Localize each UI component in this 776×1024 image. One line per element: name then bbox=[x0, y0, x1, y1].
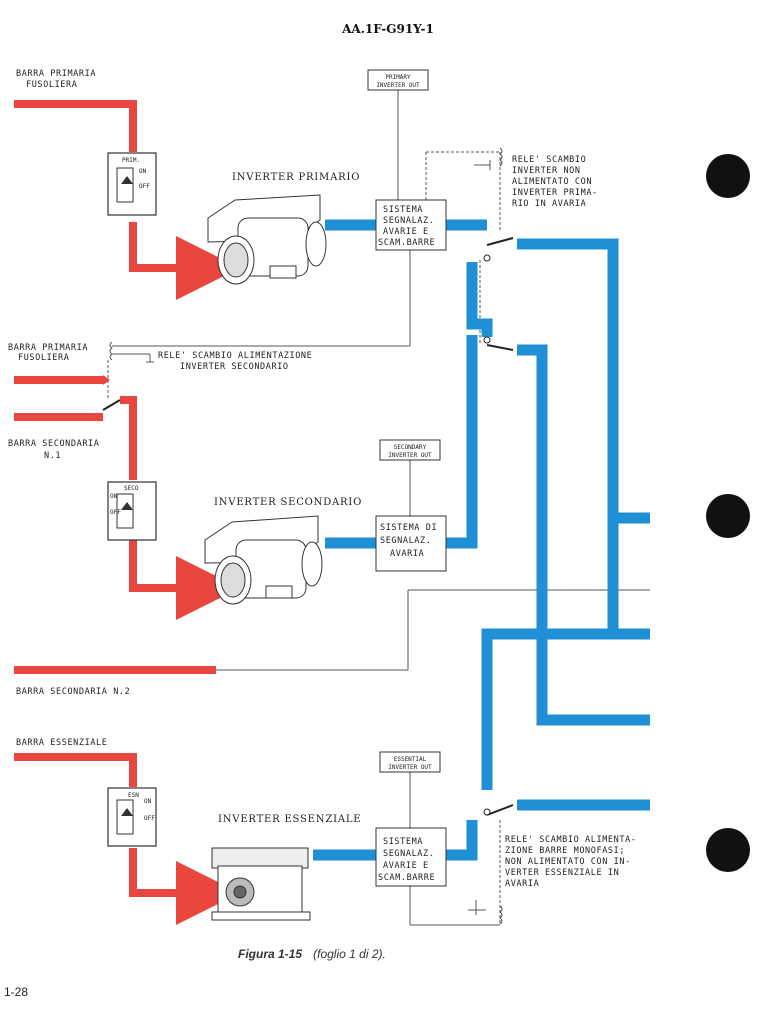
label-inverter-primary: INVERTER PRIMARIO bbox=[232, 172, 360, 183]
binder-hole-middle bbox=[706, 494, 750, 538]
note-essential-relay: RELE' SCAMBIO ALIMENTA- ZIONE BARRE MONO… bbox=[505, 835, 637, 889]
svg-text:ON: ON bbox=[139, 168, 147, 175]
relay-coils bbox=[109, 147, 503, 925]
svg-text:RIO IN AVARIA: RIO IN AVARIA bbox=[512, 199, 586, 209]
svg-text:INVERTER NON: INVERTER NON bbox=[512, 166, 581, 176]
svg-text:INVERTER OUT: INVERTER OUT bbox=[376, 82, 420, 89]
label-inverter-essential: INVERTER ESSENZIALE bbox=[218, 814, 361, 825]
svg-text:SISTEMA: SISTEMA bbox=[383, 205, 423, 215]
svg-text:SEGNALAZ.: SEGNALAZ. bbox=[383, 216, 434, 226]
primary-feed-line bbox=[129, 222, 240, 300]
svg-text:RELE' SCAMBIO: RELE' SCAMBIO bbox=[512, 155, 586, 165]
svg-text:SISTEMA: SISTEMA bbox=[383, 837, 423, 847]
svg-text:OFF: OFF bbox=[110, 509, 121, 516]
svg-text:SEGNALAZ.: SEGNALAZ. bbox=[383, 849, 434, 859]
svg-text:ON: ON bbox=[144, 798, 152, 805]
switch-essential-label: ESN bbox=[128, 792, 139, 799]
secondary-feed-line bbox=[129, 540, 240, 620]
svg-text:SEGNALAZ.: SEGNALAZ. bbox=[380, 536, 431, 546]
svg-text:INVERTER SECONDARIO: INVERTER SECONDARIO bbox=[180, 362, 289, 372]
svg-text:ON: ON bbox=[110, 493, 118, 500]
primary-bus-line bbox=[14, 100, 137, 152]
svg-text:ZIONE BARRE MONOFASI;: ZIONE BARRE MONOFASI; bbox=[505, 846, 625, 856]
svg-text:N.1: N.1 bbox=[44, 451, 61, 461]
relay-contacts bbox=[102, 237, 514, 816]
inverter-output-buses bbox=[313, 219, 650, 861]
page-number: 1-28 bbox=[4, 985, 28, 999]
svg-text:OFF: OFF bbox=[139, 183, 150, 190]
switch-primary-label: PRIM. bbox=[122, 157, 140, 164]
svg-text:VERTER ESSENZIALE IN: VERTER ESSENZIALE IN bbox=[505, 868, 619, 878]
svg-text:ALIMENTATO CON: ALIMENTATO CON bbox=[512, 177, 592, 187]
system-box-essential: SISTEMA SEGNALAZ. AVARIE E SCAM.BARRE bbox=[375, 827, 447, 887]
svg-text:AVARIA: AVARIA bbox=[505, 879, 539, 889]
label-secondary-bus-1: BARRA SECONDARIA bbox=[8, 439, 99, 449]
svg-text:SECONDARY: SECONDARY bbox=[394, 444, 427, 451]
secondary-bus-1-riser bbox=[120, 396, 137, 480]
switch-essential[interactable]: ESN ON OFF bbox=[107, 787, 157, 847]
document-code: AA.1F-G91Y-1 bbox=[341, 22, 434, 36]
svg-text:RELE' SCAMBIO ALIMENTA-: RELE' SCAMBIO ALIMENTA- bbox=[505, 835, 637, 845]
svg-text:PRIMARY: PRIMARY bbox=[385, 74, 411, 81]
label-primary-fuselage-bus: BARRA PRIMARIA bbox=[16, 69, 96, 79]
svg-text:INVERTER OUT: INVERTER OUT bbox=[388, 452, 432, 459]
switch-primary[interactable]: PRIM. ON OFF bbox=[107, 152, 157, 216]
system-box-primary: SISTEMA SEGNALAZ. AVARIE E SCAM.BARRE bbox=[375, 199, 447, 251]
svg-text:AVARIE E: AVARIE E bbox=[383, 861, 429, 871]
switch-secondary[interactable]: SECO ON OFF bbox=[107, 481, 157, 541]
thin-wiring bbox=[107, 90, 650, 926]
note-secondary-relay: RELE' SCAMBIO ALIMENTAZIONE INVERTER SEC… bbox=[158, 351, 312, 372]
svg-text:AVARIA: AVARIA bbox=[390, 549, 424, 559]
svg-text:INVERTER PRIMA-: INVERTER PRIMA- bbox=[512, 188, 598, 198]
svg-text:FUSOLIERA: FUSOLIERA bbox=[18, 353, 69, 363]
inverter-primary-unit bbox=[207, 194, 327, 285]
svg-text:SISTEMA DI: SISTEMA DI bbox=[380, 523, 437, 533]
svg-text:NON ALIMENTATO CON IN-: NON ALIMENTATO CON IN- bbox=[505, 857, 631, 867]
switch-secondary-label: SECO bbox=[124, 485, 139, 492]
svg-text:INVERTER OUT: INVERTER OUT bbox=[388, 764, 432, 771]
essential-bus-line bbox=[14, 753, 137, 787]
indicator-secondary-inverter-out: SECONDARY INVERTER OUT bbox=[379, 439, 441, 461]
system-box-secondary: SISTEMA DI SEGNALAZ. AVARIA bbox=[375, 515, 447, 572]
svg-text:RELE' SCAMBIO ALIMENTAZIONE: RELE' SCAMBIO ALIMENTAZIONE bbox=[158, 351, 312, 361]
binder-hole-top bbox=[706, 154, 750, 198]
inverter-essential-unit bbox=[211, 847, 311, 921]
label-essential-bus: BARRA ESSENZIALE bbox=[16, 738, 107, 748]
label-primary-fuselage-bus-2: BARRA PRIMARIA bbox=[8, 343, 88, 353]
figure-caption: Figura 1-15 (foglio 1 di 2). bbox=[238, 943, 386, 962]
svg-text:FUSOLIERA: FUSOLIERA bbox=[26, 80, 77, 90]
label-inverter-secondary: INVERTER SECONDARIO bbox=[214, 497, 362, 508]
label-secondary-bus-2: BARRA SECONDARIA N.2 bbox=[16, 687, 130, 697]
svg-text:SCAM.BARRE: SCAM.BARRE bbox=[378, 238, 435, 248]
binder-hole-bottom bbox=[706, 828, 750, 872]
essential-feed-line bbox=[129, 848, 240, 925]
svg-text:OFF: OFF bbox=[144, 815, 155, 822]
svg-text:SCAM.BARRE: SCAM.BARRE bbox=[378, 873, 435, 883]
indicator-primary-inverter-out: PRIMARY INVERTER OUT bbox=[367, 69, 429, 91]
note-primary-relay: RELE' SCAMBIO INVERTER NON ALIMENTATO CO… bbox=[512, 155, 598, 209]
svg-text:ESSENTIAL: ESSENTIAL bbox=[394, 756, 427, 763]
inverter-secondary-unit bbox=[204, 515, 323, 605]
svg-text:AVARIE E: AVARIE E bbox=[383, 227, 429, 237]
indicator-essential-inverter-out: ESSENTIAL INVERTER OUT bbox=[379, 751, 441, 773]
power-buses bbox=[14, 100, 240, 925]
